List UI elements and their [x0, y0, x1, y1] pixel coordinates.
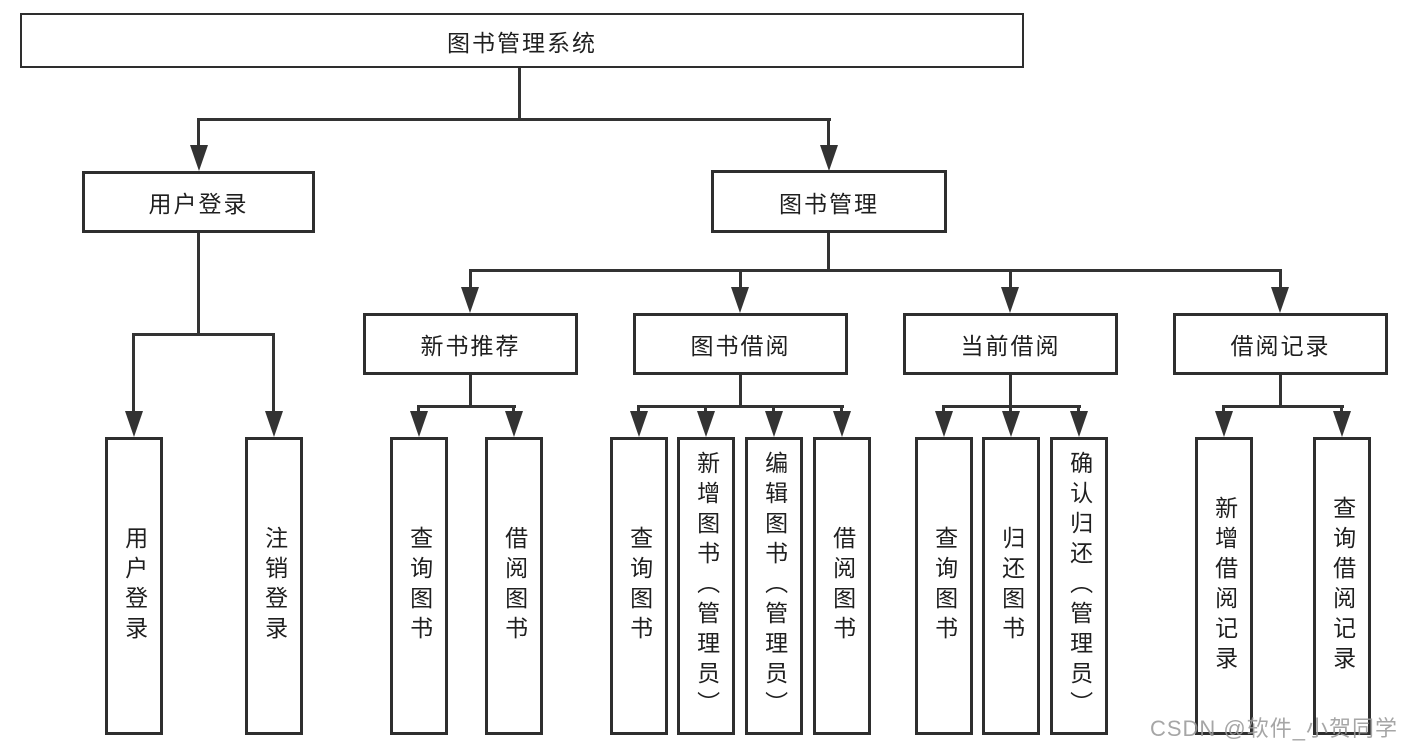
leaf-query-books-borrowing: 查询图书: [610, 437, 668, 735]
connector-line: [132, 333, 275, 336]
leaf-label: 查询图书: [931, 526, 958, 646]
leaf-label: 确认归还（管理员）: [1066, 451, 1093, 721]
connector-line: [1279, 269, 1282, 291]
node-user-login: 用户登录: [82, 171, 315, 233]
node-label: 图书管理: [779, 190, 879, 217]
leaf-confirm-return-admin: 确认归还（管理员）: [1050, 437, 1108, 735]
arrowhead-icon: [1215, 411, 1233, 437]
leaf-label: 新增图书（管理员）: [693, 451, 720, 721]
connector-line: [1009, 373, 1012, 408]
leaf-label: 用户登录: [121, 526, 148, 646]
connector-line: [739, 373, 742, 408]
leaf-query-books-recommend: 查询图书: [390, 437, 448, 735]
connector-line: [197, 231, 200, 336]
connector-line: [197, 118, 831, 121]
leaf-borrow-books-recommend: 借阅图书: [485, 437, 543, 735]
node-label: 图书管理系统: [447, 29, 597, 56]
node-label: 借阅记录: [1230, 333, 1331, 359]
arrowhead-icon: [935, 411, 953, 437]
node-book-borrowing: 图书借阅: [633, 313, 848, 375]
watermark: CSDN @软件_小贺同学: [1149, 716, 1398, 741]
arrowhead-icon: [265, 411, 283, 437]
arrowhead-icon: [1271, 287, 1289, 313]
connector-line: [637, 405, 844, 408]
connector-line: [1279, 373, 1282, 408]
node-label: 用户登录: [148, 191, 249, 217]
node-label: 当前借阅: [960, 333, 1061, 359]
leaf-add-borrow-record: 新增借阅记录: [1195, 437, 1253, 735]
connector-line: [1009, 269, 1012, 291]
arrowhead-icon: [1333, 411, 1351, 437]
arrowhead-icon: [505, 411, 523, 437]
connector-line: [469, 269, 1282, 272]
leaf-label: 借阅图书: [829, 526, 856, 646]
node-label: 图书借阅: [690, 333, 791, 359]
node-new-book-recommendation: 新书推荐: [363, 313, 578, 375]
leaf-label: 编辑图书（管理员）: [761, 451, 788, 721]
leaf-label: 查询图书: [406, 526, 433, 646]
node-book-management: 图书管理: [711, 170, 947, 233]
node-borrowing-records: 借阅记录: [1173, 313, 1388, 375]
arrowhead-icon: [461, 287, 479, 313]
node-root: 图书管理系统: [20, 13, 1024, 68]
node-label: 新书推荐: [420, 333, 521, 359]
arrowhead-icon: [765, 411, 783, 437]
connector-line: [417, 405, 516, 408]
leaf-add-books-admin: 新增图书（管理员）: [677, 437, 735, 735]
leaf-label: 查询图书: [626, 526, 653, 646]
connector-line: [739, 269, 742, 291]
arrowhead-icon: [630, 411, 648, 437]
arrowhead-icon: [125, 411, 143, 437]
leaf-label: 借阅图书: [501, 526, 528, 646]
connector-line: [197, 118, 200, 150]
arrowhead-icon: [731, 287, 749, 313]
connector-line: [469, 269, 472, 291]
connector-line: [272, 333, 275, 415]
arrowhead-icon: [1070, 411, 1088, 437]
leaf-query-books-current: 查询图书: [915, 437, 973, 735]
leaf-return-books: 归还图书: [982, 437, 1040, 735]
leaf-query-borrow-record: 查询借阅记录: [1313, 437, 1371, 735]
leaf-label: 查询借阅记录: [1329, 496, 1356, 676]
leaf-label: 新增借阅记录: [1211, 496, 1238, 676]
connector-line: [827, 118, 830, 150]
connector-line: [827, 231, 830, 272]
arrowhead-icon: [1002, 411, 1020, 437]
connector-line: [132, 333, 135, 415]
arrowhead-icon: [697, 411, 715, 437]
leaf-label: 归还图书: [998, 526, 1025, 646]
leaf-edit-books-admin: 编辑图书（管理员）: [745, 437, 803, 735]
leaf-user-login: 用户登录: [105, 437, 163, 735]
leaf-logout: 注销登录: [245, 437, 303, 735]
arrowhead-icon: [833, 411, 851, 437]
connector-line: [469, 373, 472, 408]
leaf-label: 注销登录: [261, 526, 288, 646]
arrowhead-icon: [410, 411, 428, 437]
connector-line: [518, 68, 521, 120]
arrowhead-icon: [1001, 287, 1019, 313]
leaf-borrow-books: 借阅图书: [813, 437, 871, 735]
connector-line: [1222, 405, 1344, 408]
arrowhead-icon: [820, 145, 838, 171]
node-current-borrowing: 当前借阅: [903, 313, 1118, 375]
arrowhead-icon: [190, 145, 208, 171]
